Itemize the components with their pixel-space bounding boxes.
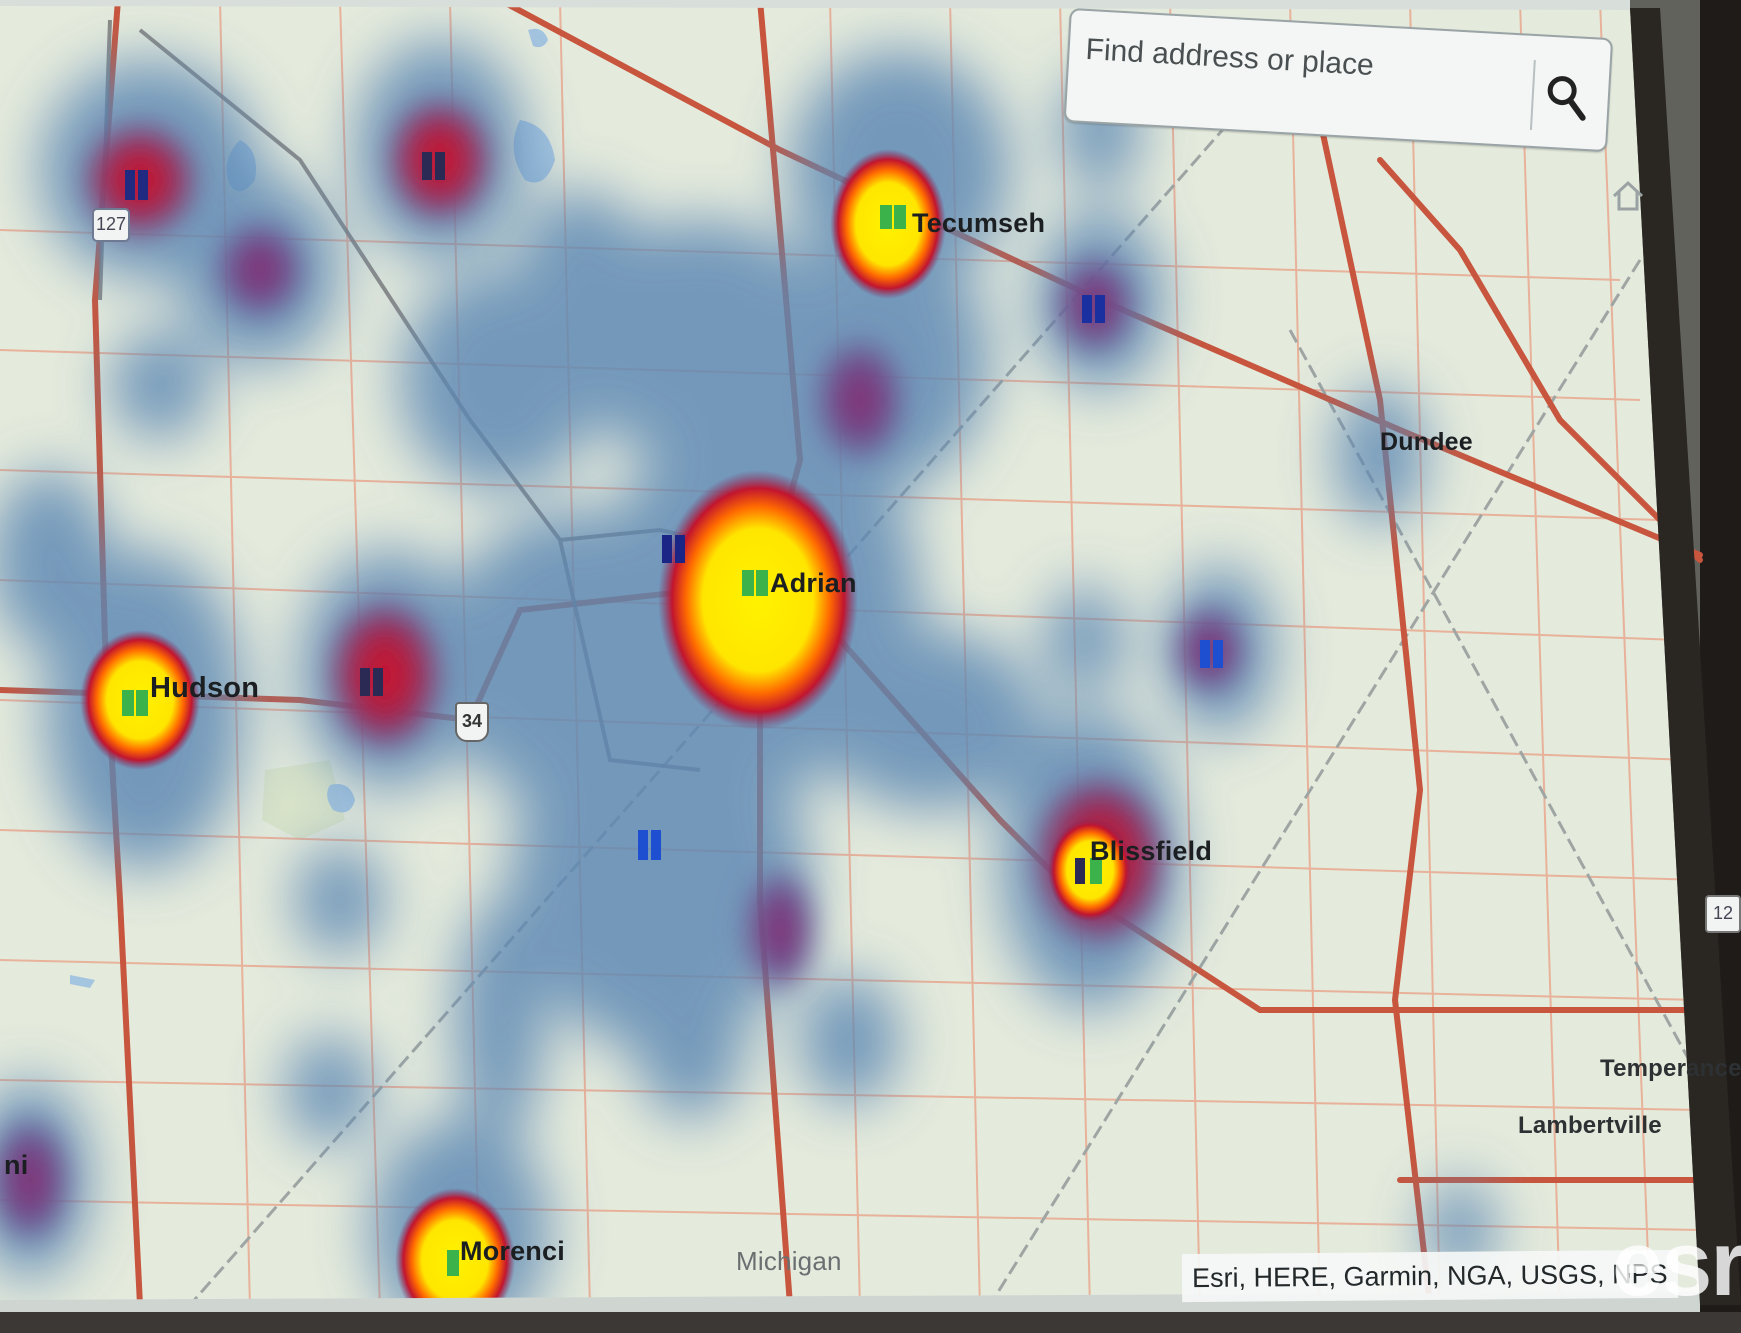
map-marker-green[interactable] <box>756 570 768 596</box>
map-marker[interactable] <box>1075 858 1085 884</box>
map-marker[interactable] <box>360 668 370 696</box>
search-icon <box>1547 76 1586 121</box>
place-label-adrian: Adrian <box>770 568 857 598</box>
monitor-bottom-bezel <box>0 1312 1741 1333</box>
map-marker[interactable] <box>435 152 445 180</box>
hotspot-adrian <box>658 470 858 730</box>
screen-top-edge <box>0 0 1630 10</box>
home-icon[interactable] <box>1610 178 1646 214</box>
map-marker-green[interactable] <box>447 1250 459 1276</box>
point-markers[interactable] <box>122 152 1223 1276</box>
screen-right-edge <box>1630 8 1741 1305</box>
map-marker[interactable] <box>1082 295 1092 323</box>
route-shield-34: 34 <box>455 702 489 742</box>
map-marker[interactable] <box>422 152 432 180</box>
place-label-michigan: Michigan <box>736 1246 842 1276</box>
place-label-left-edge: ni <box>4 1150 29 1180</box>
map-marker-green[interactable] <box>742 570 754 596</box>
place-label-temperance: Temperance <box>1600 1055 1741 1082</box>
search-button[interactable] <box>1529 59 1600 134</box>
map-marker[interactable] <box>662 535 672 563</box>
place-label-morenci: Morenci <box>460 1236 565 1266</box>
place-label-dundee: Dundee <box>1380 428 1473 456</box>
place-label-lambertville: Lambertville <box>1518 1112 1662 1139</box>
map-marker-green[interactable] <box>122 690 134 716</box>
map-marker[interactable] <box>373 668 383 696</box>
place-label-hudson: Hudson <box>150 672 260 704</box>
map-marker-green[interactable] <box>136 690 148 716</box>
esri-logo: esri <box>1612 1213 1741 1315</box>
map-marker[interactable] <box>1095 295 1105 323</box>
map-marker[interactable] <box>675 535 685 563</box>
map-marker-green[interactable] <box>894 205 906 229</box>
map-marker[interactable] <box>138 170 148 200</box>
map-marker[interactable] <box>638 830 648 860</box>
map-marker[interactable] <box>125 170 135 200</box>
map-marker[interactable] <box>1213 640 1223 668</box>
map-attribution: Esri, HERE, Garmin, NGA, USGS, NPS <box>1181 1249 1678 1303</box>
map-marker-green[interactable] <box>880 205 892 229</box>
search-widget <box>1063 8 1614 153</box>
place-label-tecumseh: Tecumseh <box>912 208 1046 238</box>
route-shield-12: 12 <box>1705 895 1741 933</box>
map-marker[interactable] <box>651 830 661 860</box>
map-marker[interactable] <box>1200 640 1210 668</box>
search-input[interactable] <box>1081 18 1519 106</box>
place-label-blissfield: Blissfield <box>1090 836 1213 866</box>
park-area <box>262 760 345 840</box>
map-marker-green[interactable] <box>1090 858 1102 884</box>
route-shield-127: 127 <box>92 208 130 242</box>
heatmap-layer <box>0 40 1495 1333</box>
